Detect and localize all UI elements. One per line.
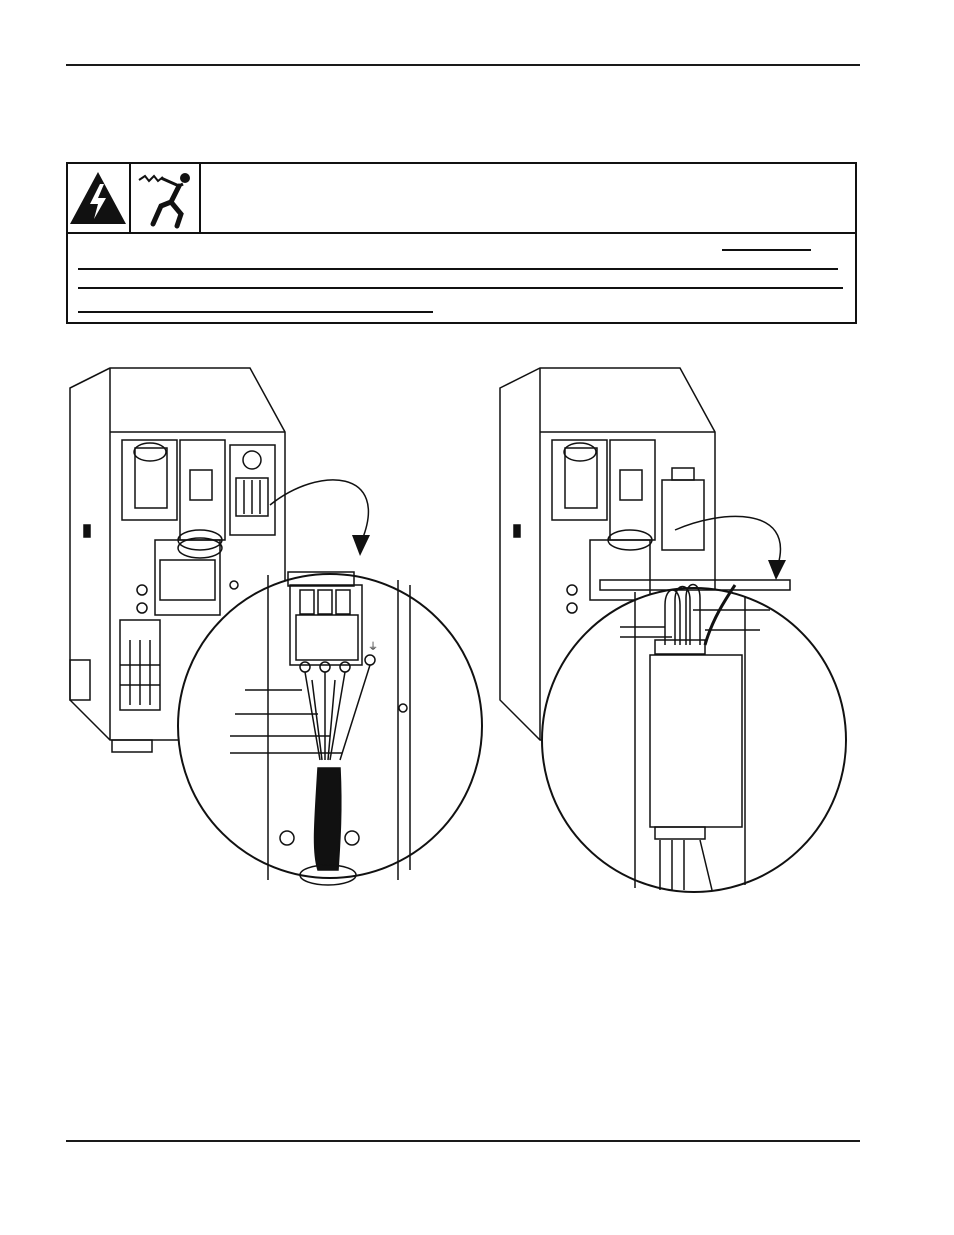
warning-header — [68, 164, 855, 234]
figure-drawing: ⏚ — [69, 367, 847, 893]
high-voltage-warning-icon — [70, 172, 126, 224]
left-detail-circle: ⏚ — [177, 571, 483, 886]
right-detail-circle — [541, 579, 847, 893]
warning-underline-3 — [78, 287, 843, 289]
warning-underline-2 — [78, 268, 838, 270]
shock-icon-cell — [131, 164, 201, 232]
svg-text:⏚: ⏚ — [368, 641, 378, 653]
electric-shock-icon — [138, 173, 190, 229]
warning-underline-1 — [722, 249, 811, 251]
warning-icon-cell — [68, 164, 131, 232]
bottom-rule — [66, 1140, 860, 1142]
installation-figure: ⏚ — [0, 340, 954, 915]
warning-underline-4 — [78, 311, 433, 313]
warning-box — [66, 162, 857, 324]
top-rule — [66, 64, 860, 66]
